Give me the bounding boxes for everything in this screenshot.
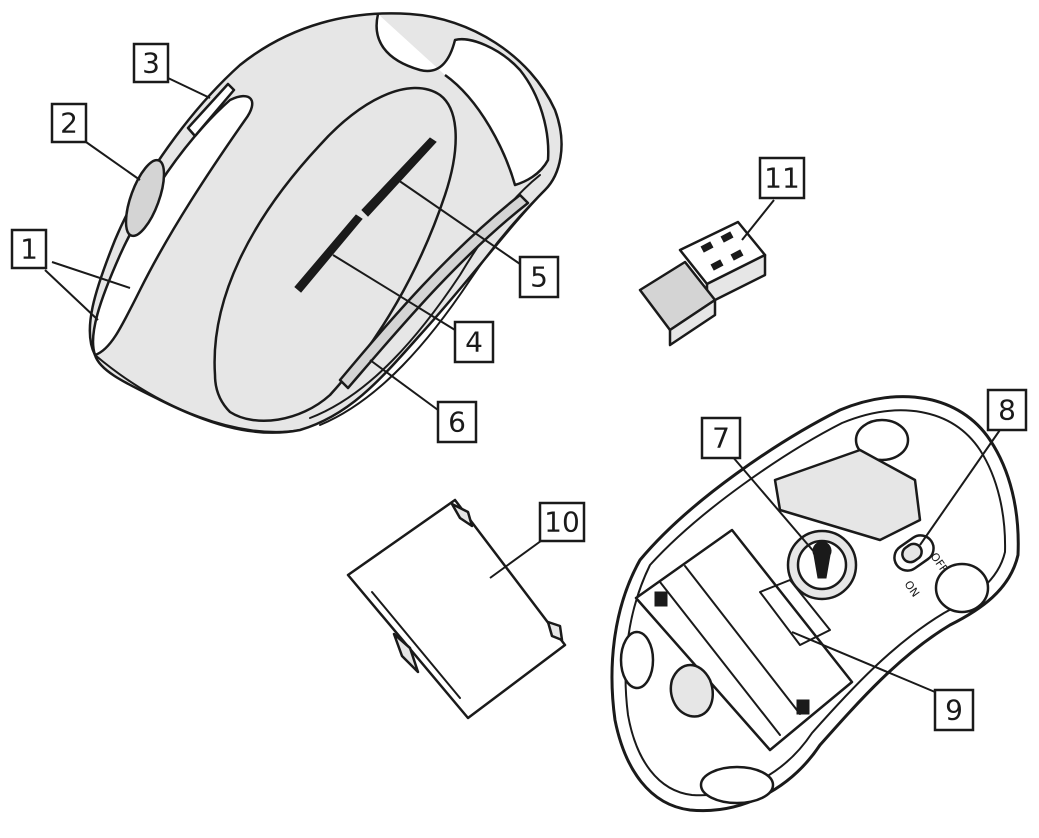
leader-10 xyxy=(489,537,546,579)
mouse-top-cap xyxy=(375,13,550,187)
sensor-recess xyxy=(773,448,922,542)
button-4 xyxy=(294,214,363,293)
callout-11: 11 xyxy=(758,156,806,200)
leader-lines xyxy=(44,77,1003,693)
battery-contact-left xyxy=(654,591,668,607)
foot-bottom xyxy=(699,765,775,805)
callout-1: 1 xyxy=(10,228,48,270)
mouse-bottom-outline xyxy=(610,395,1020,813)
callout-6: 6 xyxy=(436,400,478,444)
mouse-bottom-view: OFF ON xyxy=(610,395,1020,813)
callout-9: 9 xyxy=(933,688,975,732)
mouse-side-view xyxy=(88,12,563,434)
callout-8-label: 8 xyxy=(998,394,1016,427)
battery-cover-panel xyxy=(346,498,567,720)
callout-4: 4 xyxy=(453,320,495,364)
leader-1a xyxy=(51,261,131,289)
callout-10-label: 10 xyxy=(544,506,580,539)
leader-4 xyxy=(332,254,456,331)
callout-1-label: 1 xyxy=(20,233,38,266)
usb-contact-2 xyxy=(720,231,734,243)
scroll-wheel xyxy=(124,158,166,238)
leader-6 xyxy=(369,359,439,411)
battery-cover-edge xyxy=(371,591,461,699)
leader-3 xyxy=(167,77,211,99)
callout-11-label: 11 xyxy=(764,162,800,195)
callout-3-label: 3 xyxy=(142,47,160,80)
power-switch-knob xyxy=(901,542,923,564)
side-button-3 xyxy=(186,82,236,138)
mouse-lower-shell xyxy=(319,189,546,426)
battery-contact-right xyxy=(796,699,810,715)
mouse-bottom-inner xyxy=(624,409,1007,797)
leader-7 xyxy=(731,455,816,554)
mouse-base xyxy=(94,354,301,433)
leader-9 xyxy=(791,631,936,693)
leader-5 xyxy=(397,179,521,265)
callout-7-label: 7 xyxy=(712,422,730,455)
callout-4-label: 4 xyxy=(465,326,483,359)
callout-5-label: 5 xyxy=(530,261,548,294)
callout-8: 8 xyxy=(986,388,1028,432)
foot-left xyxy=(619,630,655,690)
battery-slot-divider xyxy=(684,565,801,715)
foot-top-left xyxy=(854,418,910,462)
callout-2: 2 xyxy=(50,102,88,144)
callout-7: 7 xyxy=(700,416,742,460)
callout-5: 5 xyxy=(518,255,560,299)
battery-cover xyxy=(346,498,567,720)
usb-contact-3 xyxy=(710,259,724,271)
usb-receiver xyxy=(638,220,767,347)
usb-contact-1 xyxy=(700,241,714,253)
battery-cover-tab-1 xyxy=(450,502,474,528)
button-5 xyxy=(361,137,437,217)
scroll-wheel-bottom xyxy=(669,663,715,718)
battery-cover-tab-2 xyxy=(546,620,564,642)
mouse-thumb-rest xyxy=(91,94,254,357)
mouse-grip-panel xyxy=(213,86,457,423)
strip-6 xyxy=(338,193,530,390)
callout-6-label: 6 xyxy=(448,406,466,439)
battery-compartment xyxy=(634,528,854,752)
leader-8 xyxy=(919,426,1003,546)
leader-1b xyxy=(44,269,99,321)
usb-contact-4 xyxy=(730,249,744,261)
battery-hinge xyxy=(759,579,831,646)
callout-9-label: 9 xyxy=(945,694,963,727)
callout-3: 3 xyxy=(132,42,170,84)
callout-10: 10 xyxy=(538,501,586,543)
usb-receiver-body-side xyxy=(668,298,717,347)
leader-2 xyxy=(85,141,141,181)
leader-11 xyxy=(741,199,775,241)
callout-2-label: 2 xyxy=(60,107,78,140)
foot-right xyxy=(934,562,990,614)
battery-cover-tab-3 xyxy=(392,632,420,674)
battery-slot-divider-2 xyxy=(659,581,781,736)
switch-on-label: ON xyxy=(902,578,922,599)
